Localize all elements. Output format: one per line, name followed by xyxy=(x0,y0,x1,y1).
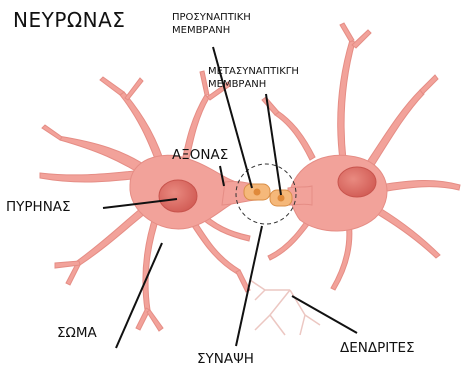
right-neuron-dendrite xyxy=(352,30,371,48)
postsynaptic-membrane-label: ΜΕΤΑΣΥΝΑΠΤΙΚΓΗ ΜΕΜΒΡΑΝΗ xyxy=(208,65,299,91)
left-neuron-dendrite xyxy=(42,125,62,140)
axon-label: ΑΞΟΝΑΣ xyxy=(172,147,228,163)
right-neuron-dendrite xyxy=(338,40,355,160)
right-neuron-dendrite xyxy=(365,90,424,170)
left-neuron-dendrite xyxy=(147,310,163,331)
left-neuron-dendrite xyxy=(100,77,124,95)
presynaptic-membrane-label: ΠΡΟΣΥΝΑΠΤΙΚΗ ΜΕΜΒΡΑΝΗ xyxy=(172,11,251,37)
postsynaptic-label-line1: ΜΕΤΑΣΥΝΑΠΤΙΚΓΗ xyxy=(208,65,299,78)
right-neuron-dendrite xyxy=(380,180,460,192)
postsynaptic-label-line2: ΜΕΜΒΡΑΝΗ xyxy=(208,78,299,91)
faint-dendrite-tree xyxy=(250,280,320,335)
left-neuron-dendrite xyxy=(77,204,150,265)
right-neuron-nucleus xyxy=(338,167,376,197)
right-neuron-dendrite xyxy=(262,97,279,115)
right-neuron-dendrite xyxy=(420,75,438,94)
left-neuron xyxy=(40,71,258,331)
right-neuron-dendrite xyxy=(372,205,440,258)
presynaptic-label-line2: ΜΕΜΒΡΑΝΗ xyxy=(172,24,251,37)
dendrites-label: ΔΕΝΔΡΙΤΕΣ xyxy=(340,340,415,356)
left-neuron-nucleus xyxy=(159,180,197,212)
right-neuron xyxy=(262,23,460,290)
left-neuron-dendrite xyxy=(125,78,143,100)
synapse-label: ΣΥΝΑΨΗ xyxy=(197,351,254,367)
right-neuron-dendrite xyxy=(275,111,315,160)
left-neuron-dendrite xyxy=(143,214,160,310)
nucleus-label: ΠΥΡΗΝΑΣ xyxy=(6,199,71,215)
diagram-title: ΝΕΥΡΩΝΑΣ xyxy=(13,8,125,32)
pointer-soma xyxy=(116,243,162,348)
right-neuron-dendrite xyxy=(340,23,354,42)
soma-label: ΣΩΜΑ xyxy=(57,325,97,341)
presynaptic-label-line1: ΠΡΟΣΥΝΑΠΤΙΚΗ xyxy=(172,11,251,24)
postsynaptic-vesicle xyxy=(278,195,285,202)
presynaptic-vesicle xyxy=(254,189,261,196)
